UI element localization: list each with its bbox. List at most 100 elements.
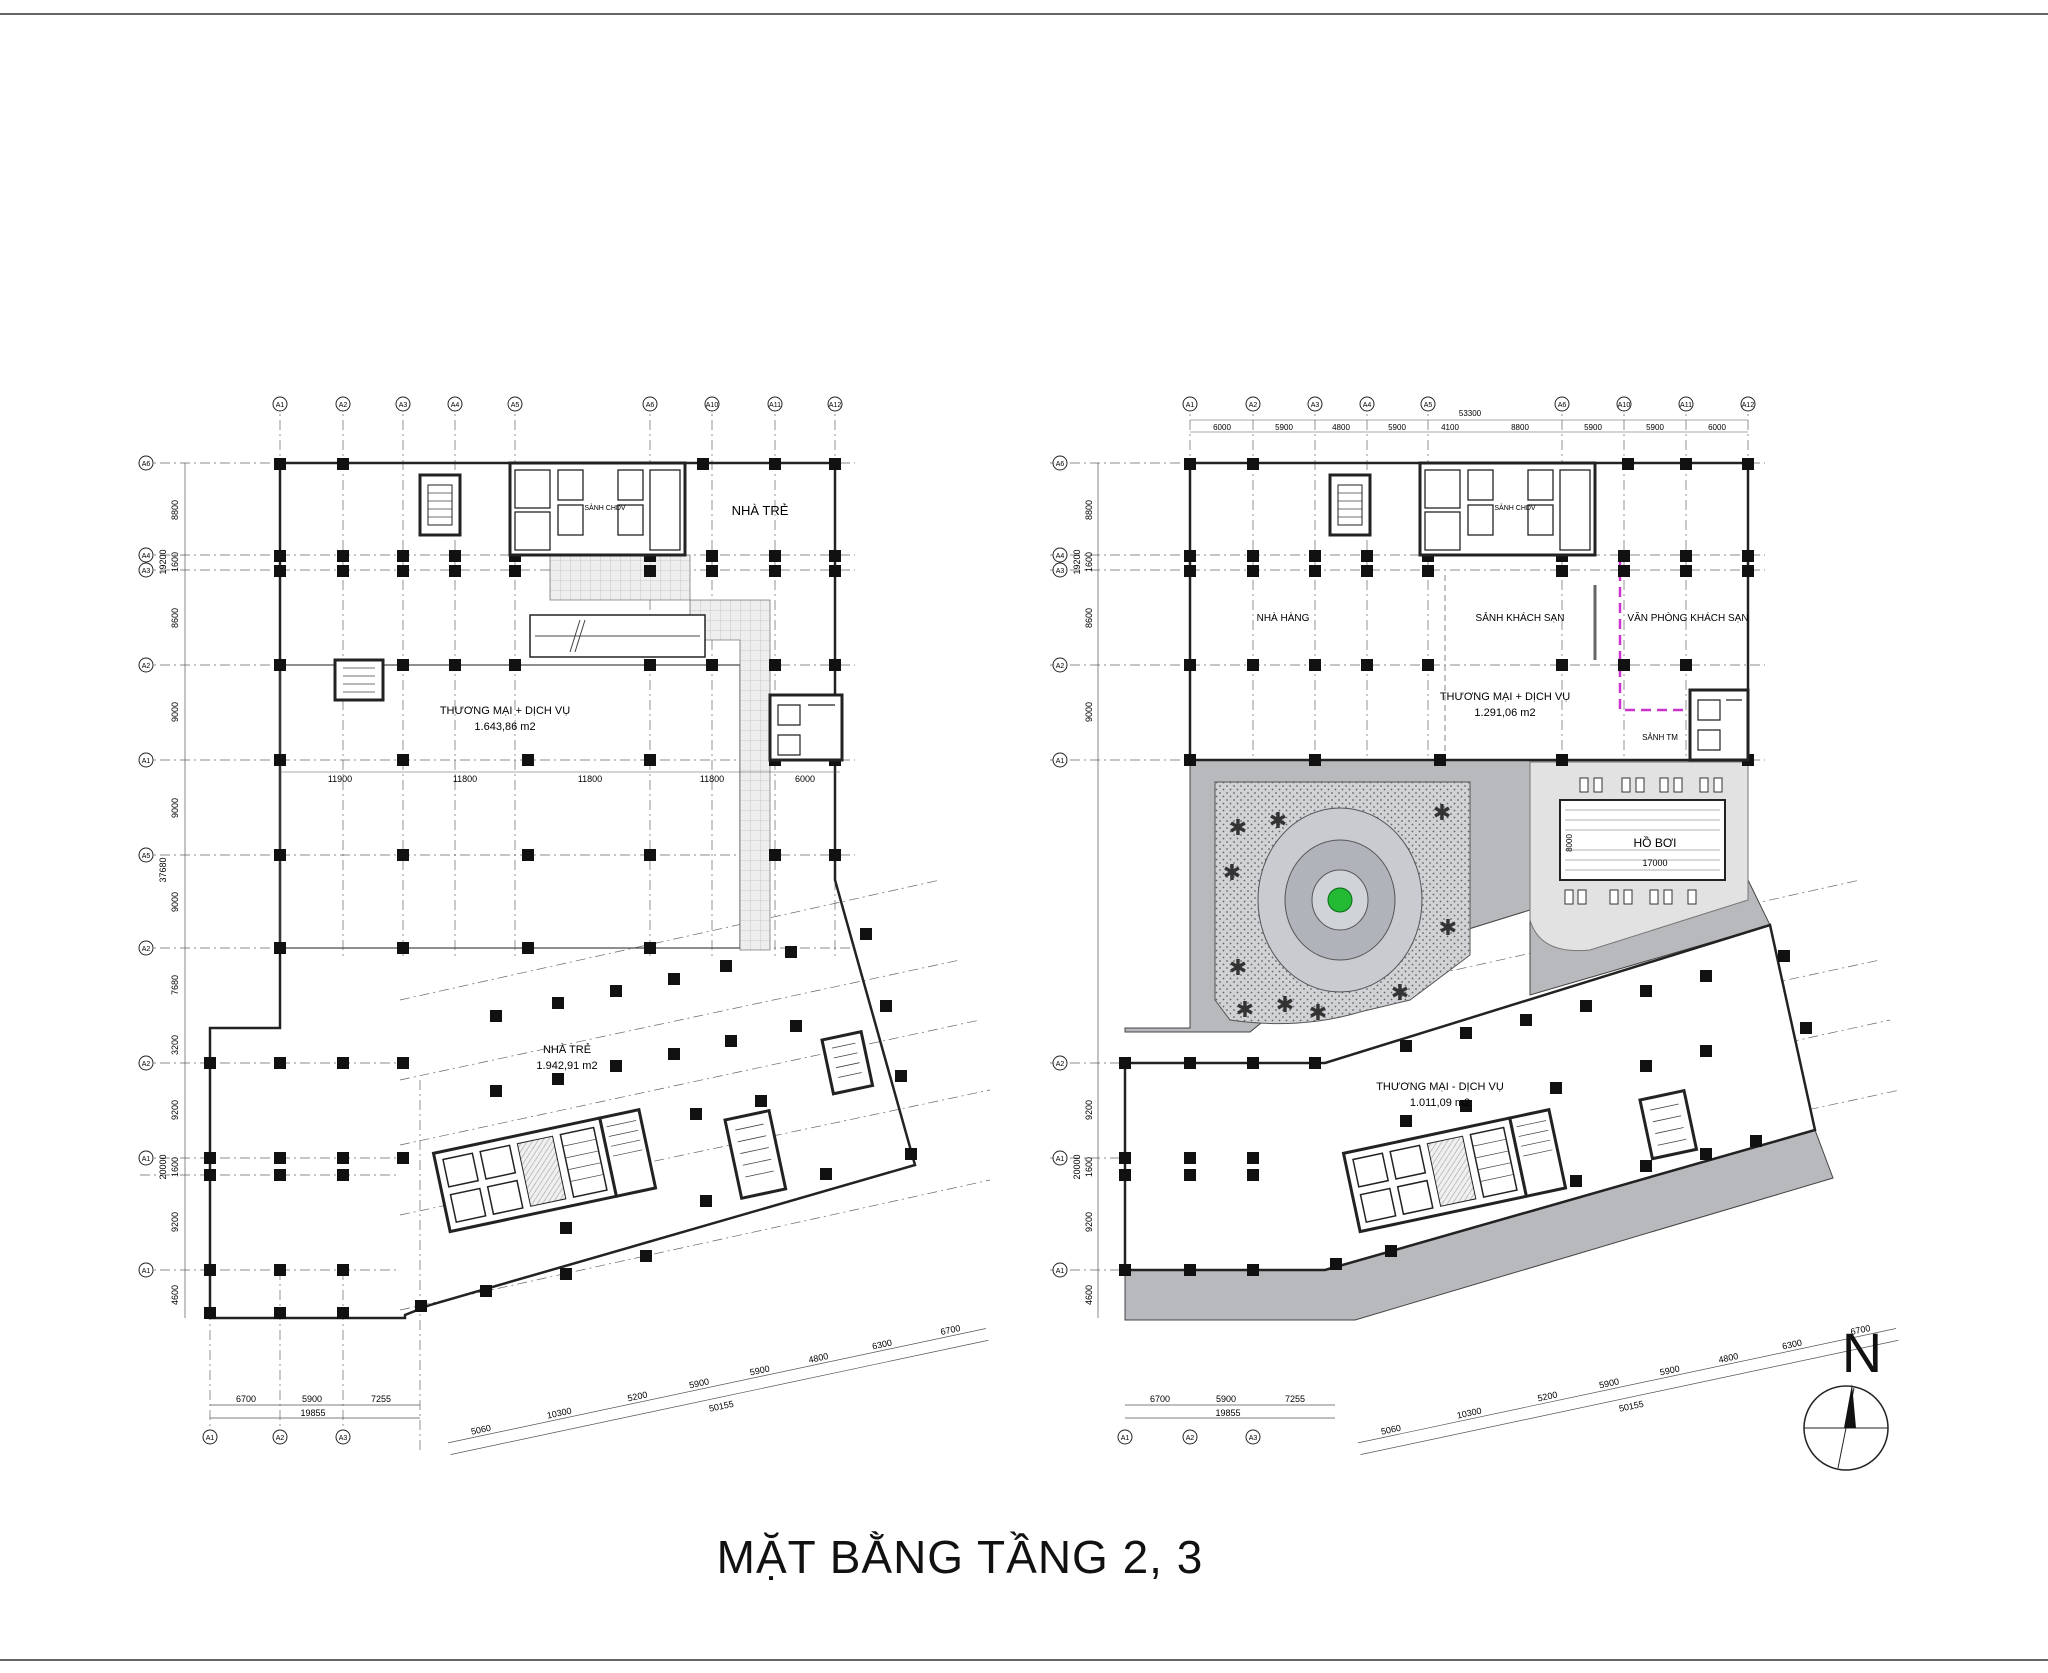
left-bottom-dims: 6700 5900 7255 19855 A1 A2 A3 <box>202 1394 420 1445</box>
right-lower-stair <box>1638 1088 1699 1161</box>
left-lower-zone-area: 1.942,91 m2 <box>536 1060 597 1072</box>
svg-text:A10: A10 <box>1618 402 1631 409</box>
left-escalator-marks <box>535 619 700 653</box>
right-pool-width: 8000 <box>1565 834 1574 852</box>
svg-text:✱: ✱ <box>1229 815 1247 840</box>
svg-text:9200: 9200 <box>1084 1212 1094 1232</box>
right-office-partition <box>1618 555 1690 712</box>
right-main-zone-area: 1.291,06 m2 <box>1474 707 1535 719</box>
svg-text:A2: A2 <box>1056 663 1065 670</box>
svg-text:A4: A4 <box>451 402 460 409</box>
svg-text:A6: A6 <box>142 461 151 468</box>
svg-text:A1: A1 <box>1121 1435 1130 1442</box>
svg-text:9000: 9000 <box>1084 702 1094 722</box>
svg-text:1600: 1600 <box>170 552 180 572</box>
right-lower-core <box>1342 1107 1568 1234</box>
left-top-stair <box>418 473 462 537</box>
svg-text:A1: A1 <box>1056 1156 1065 1163</box>
svg-text:A2: A2 <box>142 1061 151 1068</box>
right-zone-tm-lobby: SẢNH TM <box>1642 733 1678 742</box>
svg-text:A6: A6 <box>646 402 655 409</box>
svg-text:5900: 5900 <box>749 1363 771 1377</box>
svg-text:4800: 4800 <box>1332 423 1350 432</box>
svg-text:7680: 7680 <box>170 975 180 995</box>
svg-text:4600: 4600 <box>170 1285 180 1305</box>
right-lower-zone-area: 1.011,09 m2 <box>1410 1097 1470 1109</box>
right-pool-length: 17000 <box>1642 858 1667 868</box>
right-zone-restaurant: NHÀ HÀNG <box>1257 611 1310 624</box>
left-mid-stair <box>333 658 385 702</box>
svg-text:A5: A5 <box>142 853 151 860</box>
page-title: MẶT BẰNG TẦNG 2, 3 <box>716 1531 1204 1583</box>
svg-text:A2: A2 <box>1056 1061 1065 1068</box>
svg-text:A11: A11 <box>769 402 781 409</box>
svg-text:A2: A2 <box>142 663 151 670</box>
svg-text:✱: ✱ <box>1269 808 1287 833</box>
svg-text:19855: 19855 <box>1215 1408 1240 1418</box>
svg-text:A1: A1 <box>206 1435 215 1442</box>
svg-text:5900: 5900 <box>1646 423 1664 432</box>
svg-text:A3: A3 <box>1249 1435 1258 1442</box>
svg-text:5200: 5200 <box>1537 1389 1559 1403</box>
right-top-axis-bubbles: A1 A2 A3 A4 A5 A6 A10 A11 A12 <box>1182 396 1756 412</box>
svg-text:A2: A2 <box>339 402 348 409</box>
left-side-axis-bubbles: A6 A4 A3 A2 A1 A5 A2 A2 A1 A1 <box>138 455 154 1278</box>
svg-text:A1: A1 <box>1056 758 1065 765</box>
svg-text:9000: 9000 <box>170 892 180 912</box>
svg-text:4600: 4600 <box>1084 1285 1094 1305</box>
svg-text:A4: A4 <box>1056 553 1065 560</box>
svg-text:10300: 10300 <box>546 1406 573 1421</box>
svg-text:7255: 7255 <box>1285 1394 1305 1404</box>
svg-text:✱: ✱ <box>1229 955 1247 980</box>
svg-text:53300: 53300 <box>1459 409 1482 418</box>
svg-text:19855: 19855 <box>300 1408 325 1418</box>
svg-text:11900: 11900 <box>328 774 352 784</box>
right-floor-plan: ✱✱✱ ✱✱✱ ✱✱✱✱ HỒ BƠI 17000 8000 <box>1050 396 1901 1455</box>
svg-text:20000: 20000 <box>158 1154 168 1179</box>
right-bottom-dims: 6700 5900 7255 19855 A1 A2 A3 <box>1117 1394 1335 1445</box>
svg-text:✱: ✱ <box>1276 992 1294 1017</box>
left-top-core-rooms <box>514 469 681 551</box>
left-main-zone-area: 1.643,86 m2 <box>474 721 535 733</box>
svg-text:A4: A4 <box>142 553 151 560</box>
svg-text:5200: 5200 <box>627 1389 649 1403</box>
svg-text:9000: 9000 <box>170 702 180 722</box>
right-garden-tree-center <box>1327 887 1353 913</box>
svg-text:8800: 8800 <box>1084 500 1094 520</box>
svg-text:5900: 5900 <box>1216 1394 1236 1404</box>
right-vertical-dims: 8800 1600 19200 8600 9000 9200 1600 2000… <box>1072 463 1099 1318</box>
svg-text:9200: 9200 <box>170 1212 180 1232</box>
svg-text:A2: A2 <box>276 1435 285 1442</box>
svg-text:A10: A10 <box>706 402 719 409</box>
right-zone-lobby: SẢNH CHDV <box>1494 503 1536 512</box>
svg-text:5900: 5900 <box>1598 1376 1620 1390</box>
north-arrow-pointer <box>1844 1384 1856 1428</box>
svg-text:5900: 5900 <box>1584 423 1602 432</box>
right-zone-hotel-office: VĂN PHÒNG KHÁCH SẠN <box>1627 611 1748 624</box>
left-east-core <box>768 693 844 762</box>
svg-text:6000: 6000 <box>1708 423 1726 432</box>
left-walkway <box>549 554 771 951</box>
right-pool-label: HỒ BƠI <box>1634 835 1677 850</box>
svg-text:19200: 19200 <box>1072 549 1082 574</box>
left-main-zone-name: THƯƠNG MẠI + DỊCH VỤ <box>440 705 570 717</box>
svg-text:A3: A3 <box>1311 402 1320 409</box>
svg-text:A1: A1 <box>1186 402 1195 409</box>
svg-text:10300: 10300 <box>1456 1406 1483 1421</box>
svg-text:A12: A12 <box>829 402 842 409</box>
svg-text:A2: A2 <box>1249 402 1258 409</box>
right-top-stair <box>1328 473 1372 537</box>
svg-text:1600: 1600 <box>1084 1157 1094 1177</box>
svg-text:A5: A5 <box>511 402 520 409</box>
svg-text:A1: A1 <box>142 1156 151 1163</box>
right-main-zone-name: THƯƠNG MẠI + DỊCH VỤ <box>1440 691 1570 703</box>
svg-text:A1: A1 <box>1056 1268 1065 1275</box>
svg-text:11800: 11800 <box>578 774 602 784</box>
svg-text:6000: 6000 <box>1213 423 1231 432</box>
svg-text:19200: 19200 <box>158 549 168 574</box>
svg-text:3200: 3200 <box>170 1035 180 1055</box>
svg-text:11800: 11800 <box>700 774 724 784</box>
right-zone-hotel-lobby: SẢNH KHÁCH SẠN <box>1476 611 1565 624</box>
svg-text:A1: A1 <box>142 758 151 765</box>
